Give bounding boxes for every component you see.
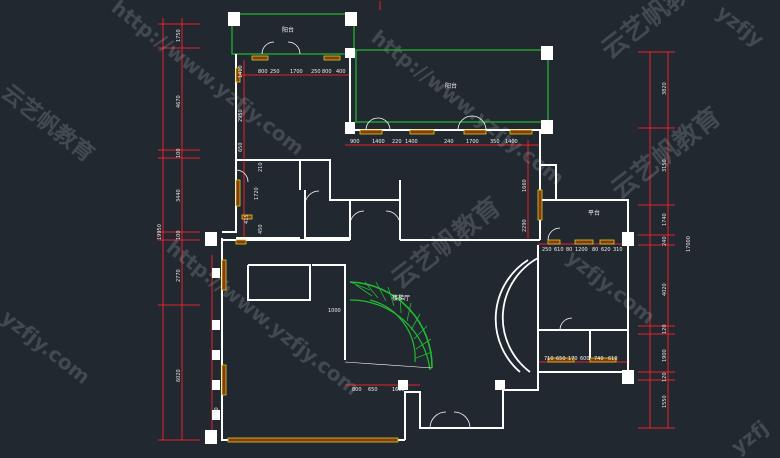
- dim-text: 1700: [290, 69, 303, 75]
- dim-text: 1700: [466, 139, 479, 145]
- dim-text: 620: [601, 247, 611, 253]
- dim-text: 3150: [662, 159, 668, 172]
- dim-text: 350: [490, 139, 500, 145]
- room-label-stair: 楼梯厅: [392, 294, 410, 302]
- dim-text: 600: [580, 356, 590, 362]
- balconies: [231, 13, 549, 123]
- room-labels: 阳台 阳台 平台 楼梯厅: [282, 26, 600, 302]
- curved-wall: [494, 257, 539, 373]
- dim-text: 310: [613, 247, 623, 253]
- dim-text: 400: [336, 69, 346, 75]
- dim-text: 1400: [405, 139, 418, 145]
- dim-text: 650: [238, 142, 244, 152]
- dim-text: 1550: [662, 395, 668, 408]
- dim-text: 610: [554, 247, 564, 253]
- dim-text: 120: [662, 372, 668, 382]
- dim-text: 610: [608, 356, 618, 362]
- dim-text: 4020: [662, 283, 668, 296]
- dim-text: 240: [662, 236, 668, 246]
- dim-text: 240: [444, 139, 454, 145]
- dim-text: 900: [350, 139, 360, 145]
- dim-text: 1000: [328, 308, 341, 314]
- dim-text: 210: [258, 162, 264, 172]
- dim-text: 710: [544, 356, 554, 362]
- dim-text: 250: [542, 247, 552, 253]
- room-label-balcony-large: 阳台: [445, 82, 457, 90]
- dim-text: 1720: [254, 187, 260, 200]
- dim-text: 120: [662, 324, 668, 334]
- dim-text: 1400: [372, 139, 385, 145]
- windows: [221, 55, 617, 443]
- dim-text: 800: [322, 69, 332, 75]
- dim-text: 250: [270, 69, 280, 75]
- dim-text: 1200: [575, 247, 588, 253]
- dim-text: 3440: [176, 189, 182, 202]
- dim-text: 170: [568, 356, 578, 362]
- dim-text: 1660: [392, 387, 405, 393]
- doors: [235, 41, 573, 429]
- walls: [221, 54, 629, 441]
- dim-text: 1900: [662, 349, 668, 362]
- dim-text: 1410: [238, 65, 244, 78]
- room-label-terrace: 平台: [588, 209, 600, 217]
- dim-text: 1740: [662, 213, 668, 226]
- dimension-text: 800 250 1700 250 800 400 900 1400 220 14…: [157, 29, 692, 420]
- dim-text: 80: [566, 247, 572, 253]
- curved-staircase: [344, 281, 433, 371]
- dim-text: 650: [556, 356, 566, 362]
- dim-text: 80: [592, 247, 598, 253]
- dim-text: 2290: [522, 219, 528, 232]
- dim-text: 2770: [176, 269, 182, 282]
- dim-text: 650: [368, 387, 378, 393]
- dim-text: 6020: [176, 369, 182, 382]
- column-blocks: [205, 12, 634, 444]
- dim-text: 800: [258, 69, 268, 75]
- dim-total-right: 17000: [686, 236, 692, 252]
- dim-text: 1700: [214, 407, 220, 420]
- dim-text: 250: [311, 69, 321, 75]
- dim-text: 2950: [238, 109, 244, 122]
- dim-text: 450: [258, 224, 264, 234]
- dim-text: 800: [352, 387, 362, 393]
- dim-text: 100: [176, 230, 182, 240]
- dim-text: 220: [392, 139, 402, 145]
- dim-text: 1400: [505, 139, 518, 145]
- dim-text: 1750: [176, 29, 182, 42]
- balcony-top-small: [231, 13, 355, 55]
- room-label-balcony-small: 阳台: [282, 26, 294, 34]
- balcony-top-large: [355, 49, 549, 123]
- dim-text: 3820: [662, 82, 668, 95]
- dim-text: 740: [594, 356, 604, 362]
- dim-total-left: 19950: [157, 224, 163, 240]
- dim-text: 4670: [176, 95, 182, 108]
- dim-text: 100: [176, 148, 182, 158]
- dim-text: 415: [244, 214, 250, 224]
- dim-text: 1660: [522, 179, 528, 192]
